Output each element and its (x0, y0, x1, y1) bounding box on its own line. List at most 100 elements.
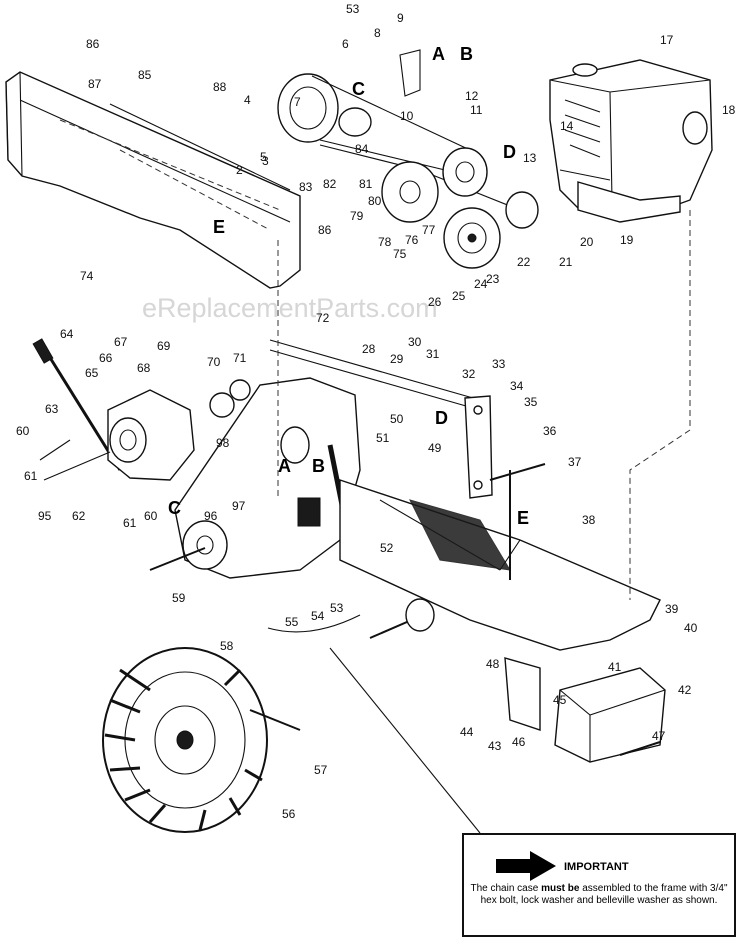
ref-letter-a-bottom: A (278, 456, 291, 476)
tiller-frame (269, 339, 661, 651)
reference-letters: A B C D E A B C D E (168, 44, 529, 528)
part-label-82: 82 (323, 177, 337, 191)
part-label-32: 32 (462, 367, 476, 381)
part-label-69: 69 (157, 339, 171, 353)
part-label-14: 14 (560, 119, 574, 133)
part-label-60-left: 60 (16, 424, 30, 438)
part-label-18: 18 (722, 103, 736, 117)
pulley-belt-assembly (277, 49, 539, 269)
part-label-20: 20 (580, 235, 594, 249)
front-weight (504, 657, 666, 763)
notice-text-end: assembled to the frame with 3/4" hex bol… (480, 883, 728, 906)
part-label-87: 87 (88, 77, 102, 91)
part-label-6: 6 (342, 37, 349, 51)
part-label-60-right: 60 (144, 509, 158, 523)
part-label-54: 54 (311, 609, 325, 623)
ref-letter-c-bottom: C (168, 498, 181, 518)
part-label-31: 31 (426, 347, 440, 361)
part-label-42: 42 (678, 683, 692, 697)
part-label-25: 25 (452, 289, 466, 303)
part-label-86-top: 86 (86, 37, 100, 51)
part-label-5: 5 (260, 150, 267, 164)
part-label-33: 33 (492, 357, 506, 371)
part-label-97: 97 (232, 499, 246, 513)
part-label-48: 48 (486, 657, 500, 671)
part-label-78: 78 (378, 235, 392, 249)
part-label-3: 3 (262, 154, 269, 168)
part-label-50: 50 (390, 412, 404, 426)
part-label-24: 24 (474, 277, 488, 291)
ref-letter-d-bottom: D (435, 408, 448, 428)
part-label-61-right: 61 (123, 516, 137, 530)
part-label-2: 2 (236, 163, 243, 177)
part-label-9: 9 (397, 11, 404, 25)
part-label-17: 17 (660, 33, 674, 47)
part-label-76: 76 (405, 233, 419, 247)
part-label-79: 79 (350, 209, 364, 223)
important-notice-box: IMPORTANT The chain case must be assembl… (462, 833, 736, 937)
part-label-72: 72 (316, 311, 330, 325)
ref-letter-b-bottom: B (312, 456, 325, 476)
ref-letter-c-top: C (352, 79, 365, 99)
part-label-29: 29 (390, 352, 404, 366)
shift-lever-transmission (32, 338, 251, 481)
belt-cover-shroud (5, 71, 301, 289)
part-label-56: 56 (282, 807, 296, 821)
part-label-80: 80 (368, 194, 382, 208)
part-label-40: 40 (684, 621, 698, 635)
part-label-98: 98 (216, 436, 230, 450)
part-label-62: 62 (72, 509, 86, 523)
part-label-70: 70 (207, 355, 221, 369)
part-label-75: 75 (393, 247, 407, 261)
part-label-26: 26 (428, 295, 442, 309)
ref-letter-d-top: D (503, 142, 516, 162)
ref-letter-e-bottom: E (517, 508, 529, 528)
part-label-55: 55 (285, 615, 299, 629)
part-label-39: 39 (665, 602, 679, 616)
notice-title: IMPORTANT (564, 861, 629, 873)
part-label-65: 65 (85, 366, 99, 380)
part-label-11: 11 (470, 103, 483, 117)
part-label-21: 21 (559, 255, 573, 269)
part-label-51: 51 (376, 431, 390, 445)
bracket-link (464, 395, 546, 499)
leader-lines (267, 210, 691, 834)
part-label-38: 38 (582, 513, 596, 527)
part-label-77: 77 (422, 223, 436, 237)
part-label-8: 8 (374, 26, 381, 40)
part-label-10: 10 (400, 109, 414, 123)
part-label-44: 44 (460, 725, 474, 739)
part-label-46: 46 (512, 735, 526, 749)
part-label-84: 84 (355, 142, 369, 156)
arrow-right-icon (496, 851, 556, 881)
part-label-74: 74 (80, 269, 94, 283)
part-label-53-top: 53 (346, 2, 360, 16)
notice-text-start: The chain case (470, 883, 542, 894)
part-label-35: 35 (524, 395, 538, 409)
part-label-7: 7 (294, 95, 301, 109)
part-label-12: 12 (465, 89, 479, 103)
part-number-callouts: 2 3 4 5 6 7 8 9 10 11 12 13 14 17 18 19 … (16, 2, 736, 821)
part-label-57: 57 (314, 763, 328, 777)
part-label-86-mid: 86 (318, 223, 332, 237)
part-label-71: 71 (233, 351, 247, 365)
part-label-30: 30 (408, 335, 422, 349)
notice-text-emphasis: must be (541, 883, 580, 894)
part-label-83: 83 (299, 180, 313, 194)
part-label-59: 59 (172, 591, 186, 605)
engine (549, 59, 713, 223)
part-label-41: 41 (608, 660, 622, 674)
part-label-37: 37 (568, 455, 582, 469)
part-label-68: 68 (137, 361, 151, 375)
part-label-88: 88 (213, 80, 227, 94)
part-label-13: 13 (523, 151, 537, 165)
part-label-52: 52 (380, 541, 394, 555)
watermark-text: eReplacementParts.com (142, 293, 438, 323)
part-label-58: 58 (220, 639, 234, 653)
part-label-19: 19 (620, 233, 634, 247)
part-label-96: 96 (204, 509, 218, 523)
part-label-81: 81 (359, 177, 373, 191)
part-label-28: 28 (362, 342, 376, 356)
